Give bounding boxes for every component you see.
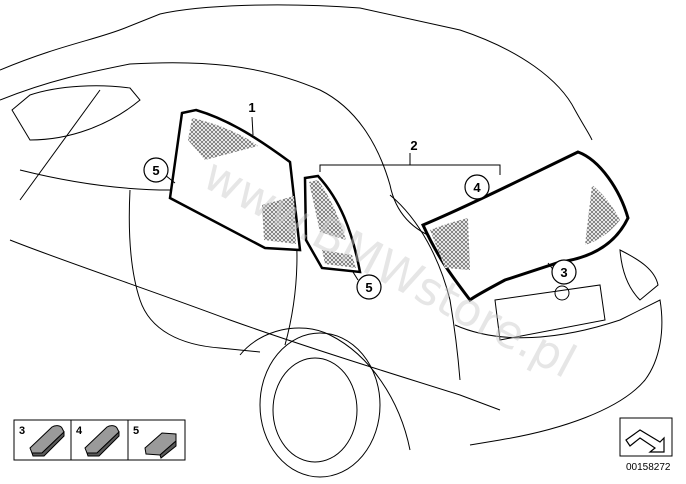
- view-direction-icon: [619, 417, 673, 457]
- tailgate-outline: [389, 194, 461, 381]
- callout-5b: 5: [365, 280, 372, 295]
- legend-label-3: 3: [19, 425, 25, 437]
- callout-1: 1: [248, 100, 255, 115]
- rear-door-mesh-bottom: [262, 196, 296, 244]
- callout-4-circle: [464, 174, 490, 200]
- plate-recess: [494, 284, 606, 341]
- wedge-clip-icon: [84, 425, 120, 457]
- quarter-window-mesh-low: [322, 250, 356, 268]
- bmw-badge: [554, 285, 570, 301]
- callout-3: 3: [560, 265, 567, 280]
- body-side-crease: [19, 169, 171, 191]
- wedge-clip-icon: [29, 425, 65, 457]
- callout-5b-circle: [356, 274, 382, 300]
- roof-line: [0, 4, 593, 141]
- flat-clip-icon: [144, 432, 177, 459]
- rear-wheel: [259, 332, 381, 478]
- callout-3-circle: [551, 259, 577, 285]
- leader-lines: [164, 116, 556, 281]
- leader-1: [251, 116, 254, 136]
- rear-window-sunshade: [420, 150, 630, 303]
- windows: [11, 85, 141, 141]
- rear-bumper: [454, 299, 663, 446]
- tail-light: [619, 249, 659, 301]
- leader-5b: [352, 271, 359, 281]
- leader-2: [319, 164, 501, 175]
- car-outline: [0, 4, 663, 478]
- diagram-code: 00158272: [626, 462, 671, 473]
- rear-window-frame: [420, 150, 630, 303]
- roof-edge: [0, 62, 441, 241]
- rear-window-mesh-left: [430, 218, 470, 270]
- rear-door-sunshade: [168, 108, 302, 252]
- quarter-window-sunshade: [303, 174, 362, 274]
- rear-wheel-inner: [272, 357, 358, 463]
- callout-2: 2: [410, 138, 417, 153]
- callout-5a-circle: [143, 157, 169, 183]
- rear-quarter: [19, 89, 101, 201]
- callout-5a: 5: [152, 163, 159, 178]
- callouts: 1 2 4 3 5 5: [143, 100, 577, 300]
- callout-4: 4: [473, 180, 481, 195]
- legend-label-4: 4: [76, 425, 83, 437]
- front-door-lines: [128, 189, 261, 353]
- legend: 3 4 5: [13, 419, 186, 461]
- rear-window-mesh-right: [585, 185, 620, 245]
- quarter-window-mesh: [309, 180, 346, 240]
- side-sill: [9, 239, 501, 411]
- rear-door-mesh-top: [188, 118, 258, 160]
- front-side-window: [11, 85, 141, 141]
- legend-label-5: 5: [133, 425, 139, 437]
- wheel-arch: [239, 327, 411, 451]
